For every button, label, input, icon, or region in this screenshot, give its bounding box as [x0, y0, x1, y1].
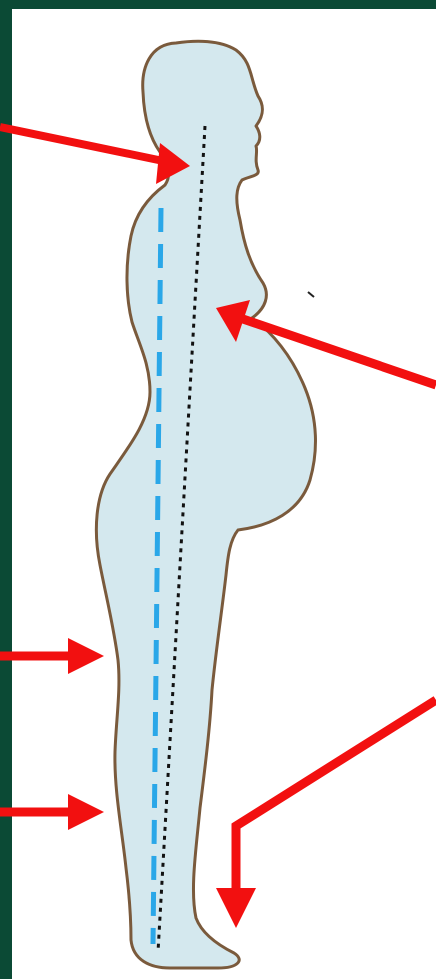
arrow-foot [216, 700, 436, 928]
body-silhouette [96, 41, 315, 968]
stray-mark [308, 292, 314, 297]
arrow-calf [0, 794, 104, 830]
arrow-thigh [0, 638, 104, 674]
